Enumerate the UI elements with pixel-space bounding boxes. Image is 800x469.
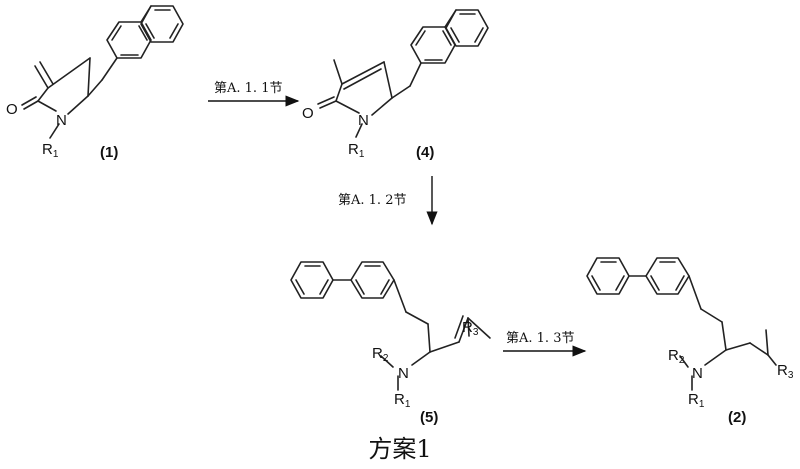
oxygen-atom-label: O — [302, 105, 314, 122]
arrow-condition-label: 第A. 1. 2节 — [338, 193, 406, 208]
compound-label: (1) — [100, 144, 118, 161]
r2-group-label: R2 — [372, 345, 389, 364]
scheme-caption: 方案1 — [368, 435, 431, 463]
reaction-arrow-1: 第A. 1. 1节 — [208, 81, 300, 107]
reaction-arrow-3: 第A. 1. 3节 — [503, 331, 587, 357]
nitrogen-atom-label: N — [56, 112, 67, 129]
compound-1-bonds — [21, 5, 184, 139]
compound-2-bonds — [586, 257, 777, 391]
nitrogen-atom-label: N — [398, 365, 409, 382]
nitrogen-atom-label: N — [692, 365, 703, 382]
r1-group-label: R1 — [348, 141, 365, 160]
r1-group-label: R1 — [394, 391, 411, 410]
compound-label: (4) — [416, 144, 434, 161]
r2-group-label: R2 — [668, 347, 685, 366]
nitrogen-atom-label: N — [358, 112, 369, 129]
r1-group-label: R1 — [42, 141, 59, 160]
oxygen-atom-label: O — [6, 101, 18, 118]
compound-5-bonds — [290, 261, 491, 391]
r1-group-label: R1 — [688, 391, 705, 410]
compound-4-bonds — [317, 9, 489, 138]
compound-label: (2) — [728, 409, 746, 426]
compound-label: (5) — [420, 409, 438, 426]
r3-group-label: R3 — [777, 362, 794, 381]
reaction-arrow-2: 第A. 1. 2节 — [338, 176, 438, 226]
compound-2: N R2 R1 R3 (2) — [586, 257, 794, 426]
compound-5: N R2 R1 R3 (5) — [290, 261, 491, 426]
compound-1: O N R1 (1) — [6, 5, 184, 161]
arrow-condition-label: 第A. 1. 1节 — [214, 81, 282, 96]
arrow-condition-label: 第A. 1. 3节 — [506, 331, 574, 346]
r3-group-label: R3 — [462, 319, 479, 338]
compound-4: O N R1 (4) — [302, 9, 489, 161]
